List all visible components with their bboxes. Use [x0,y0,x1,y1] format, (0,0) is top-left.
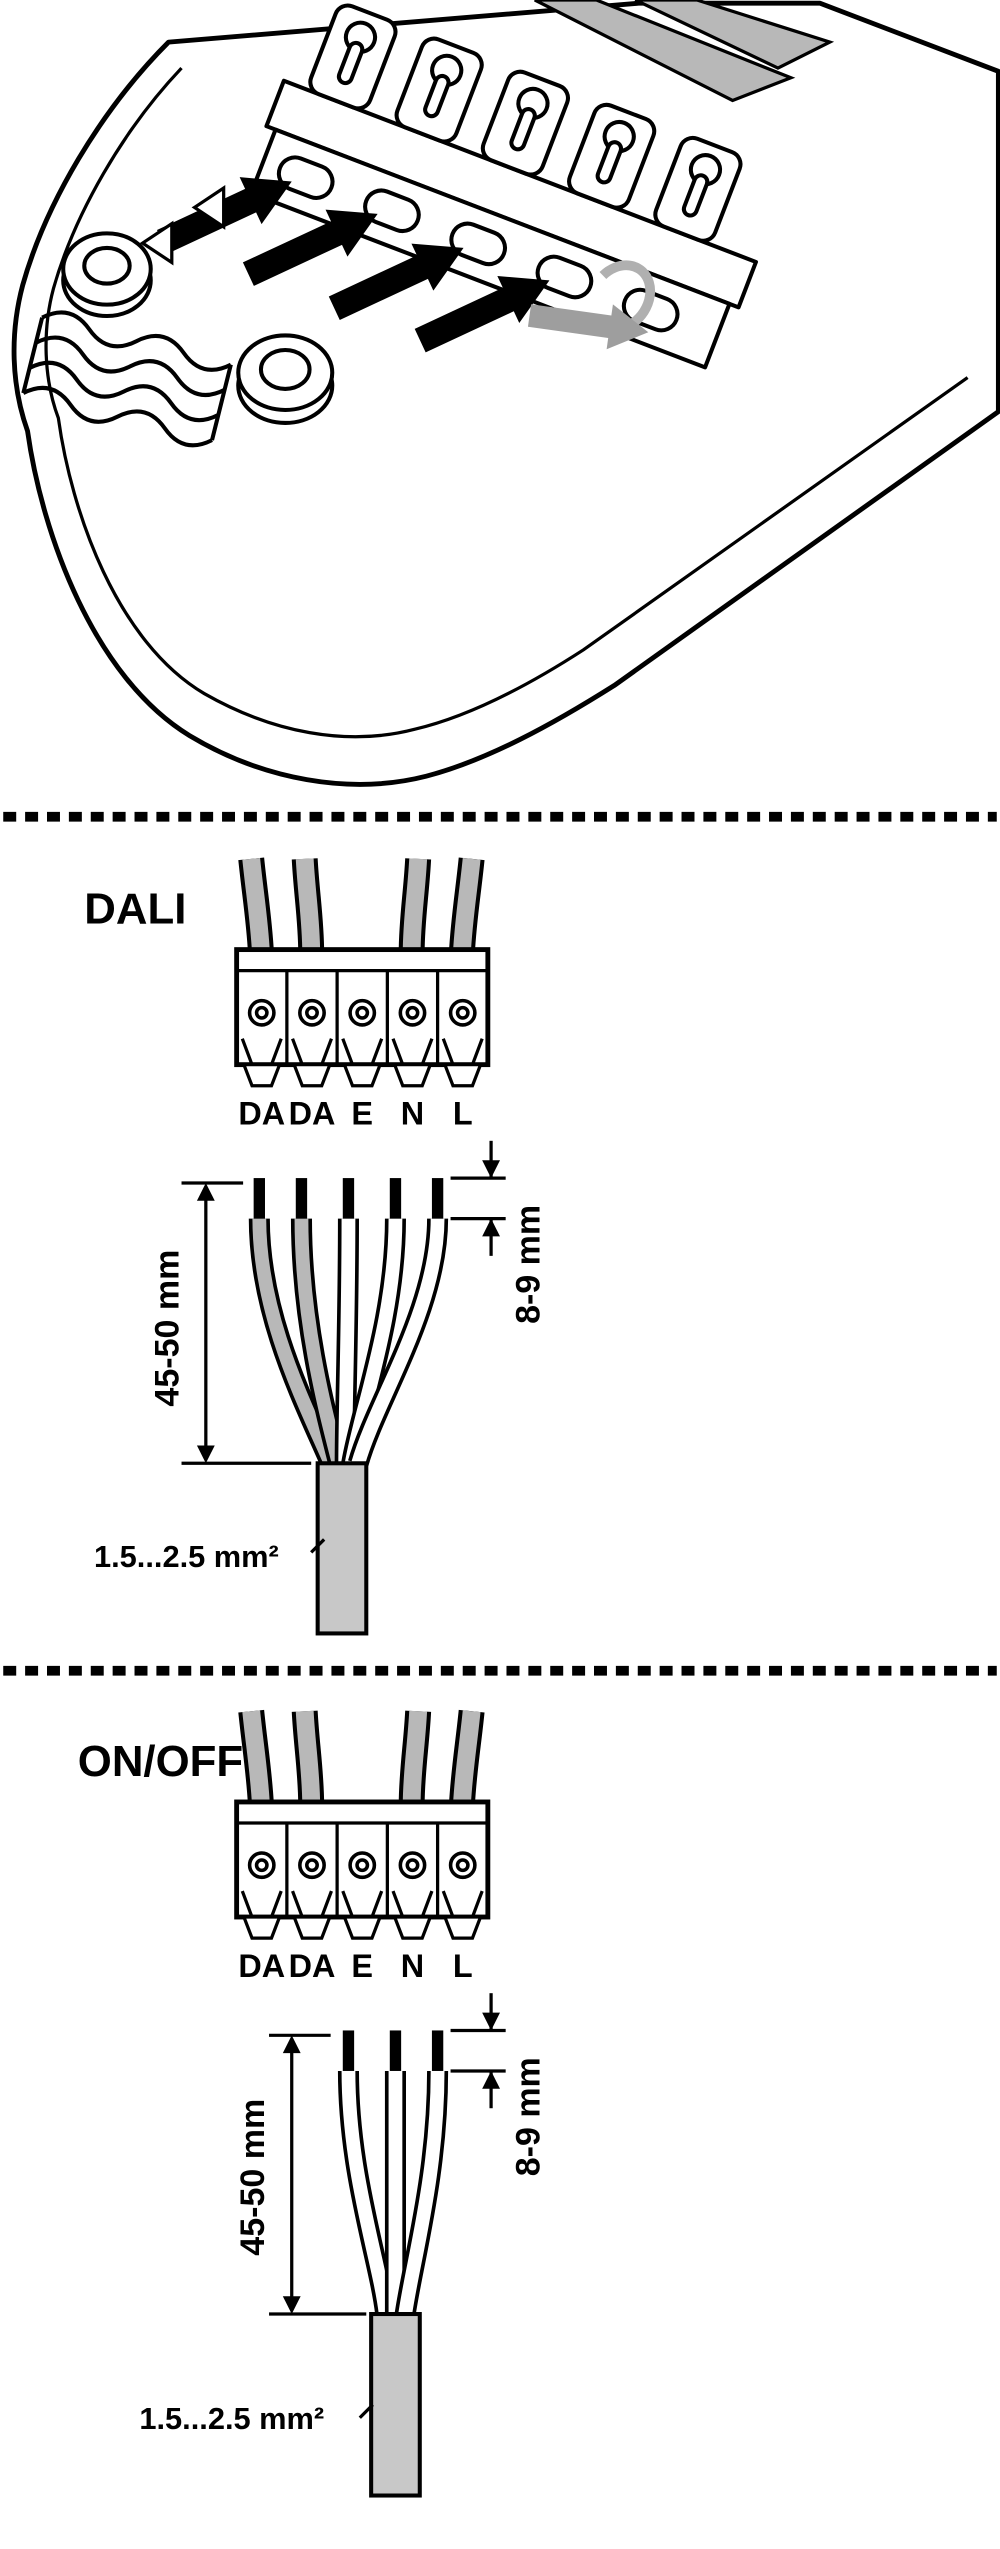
insertion-arrow [242,209,378,286]
onoff-terminal-labels: DA DA E N L [238,1948,472,1984]
slide-direction-arrow [527,260,656,350]
onoff-cable-sheath [369,2312,422,2498]
supply-cable [634,0,835,70]
terminal-bottom-tabs [241,1063,483,1088]
insertion-arrow [328,243,464,320]
dali-stripped-tips [253,1178,444,1219]
dali-cable-sheath [315,1461,369,1636]
dali-fan-wires [248,1218,449,1468]
dali-tip-strip-dimension [450,1140,506,1256]
dali-cross-section-label: 1.5...2.5 mm² [94,1539,279,1574]
mounting-post-bore [82,245,132,286]
terminal-label: L [453,1948,473,1984]
clamp-lever [480,69,571,177]
onoff-cross-section-pointer [358,2403,374,2419]
onoff-stripped-tips [342,2030,444,2071]
terminal-label: N [401,1948,424,1984]
onoff-section: ON/OFF [78,1709,548,2498]
mounting-posts [61,231,335,425]
terminal-label: DA [289,1948,336,1984]
clamp-levers [308,3,743,243]
dali-sheath-strip-label: 45-50 mm [148,1250,186,1407]
dali-sheath-strip-dimension [181,1181,312,1465]
terminal-bottom-tabs [241,1915,483,1940]
onoff-top-wires [238,1709,485,1806]
dali-title: DALI [84,885,186,934]
retention-clips [139,184,226,266]
terminal-block-3d [249,3,758,370]
dali-top-wires [238,857,485,954]
terminal-label: E [351,1096,373,1132]
dali-terminal-labels: DA DA E N L [238,1096,472,1132]
onoff-tip-strip-label: 8-9 mm [510,2057,548,2176]
device-overview [11,0,1000,787]
onoff-terminal-block [234,1799,491,1940]
clamp-lever [567,102,657,210]
retention-clip [191,184,226,230]
onoff-fan-wires [337,2070,449,2316]
wire-entry-holes [276,155,680,333]
onoff-sheath-strip-dimension [269,2033,367,2316]
supply-cable [534,0,796,103]
mounting-post-bore [258,347,312,391]
onoff-cross-section-label: 1.5...2.5 mm² [139,2401,324,2436]
dali-tip-strip-label: 8-9 mm [510,1205,548,1324]
clamp-lever [308,3,398,111]
terminal-label: DA [238,1096,285,1132]
insertion-arrow [414,276,550,353]
terminal-label: DA [238,1948,285,1984]
retention-clip [139,220,174,266]
housing-inner-wall [44,66,969,739]
onoff-sheath-strip-label: 45-50 mm [234,2099,272,2256]
clamp-lever [653,135,743,243]
terminal-test-points [247,1851,477,1880]
terminal-test-points [247,998,477,1027]
terminal-label: DA [289,1096,336,1132]
gray-arrow [527,304,649,350]
terminal-label: E [351,1948,373,1984]
dali-terminal-block [234,947,491,1088]
dali-section: DALI [84,857,548,1636]
onoff-title: ON/OFF [78,1737,243,1786]
strain-relief-ribs [21,310,233,448]
supply-cables [534,0,835,103]
terminal-label: L [453,1096,473,1132]
dali-cross-section-pointer [310,1538,326,1554]
clamp-lever [394,36,484,144]
terminal-label: N [401,1096,424,1132]
onoff-tip-strip-dimension [450,1993,506,2109]
